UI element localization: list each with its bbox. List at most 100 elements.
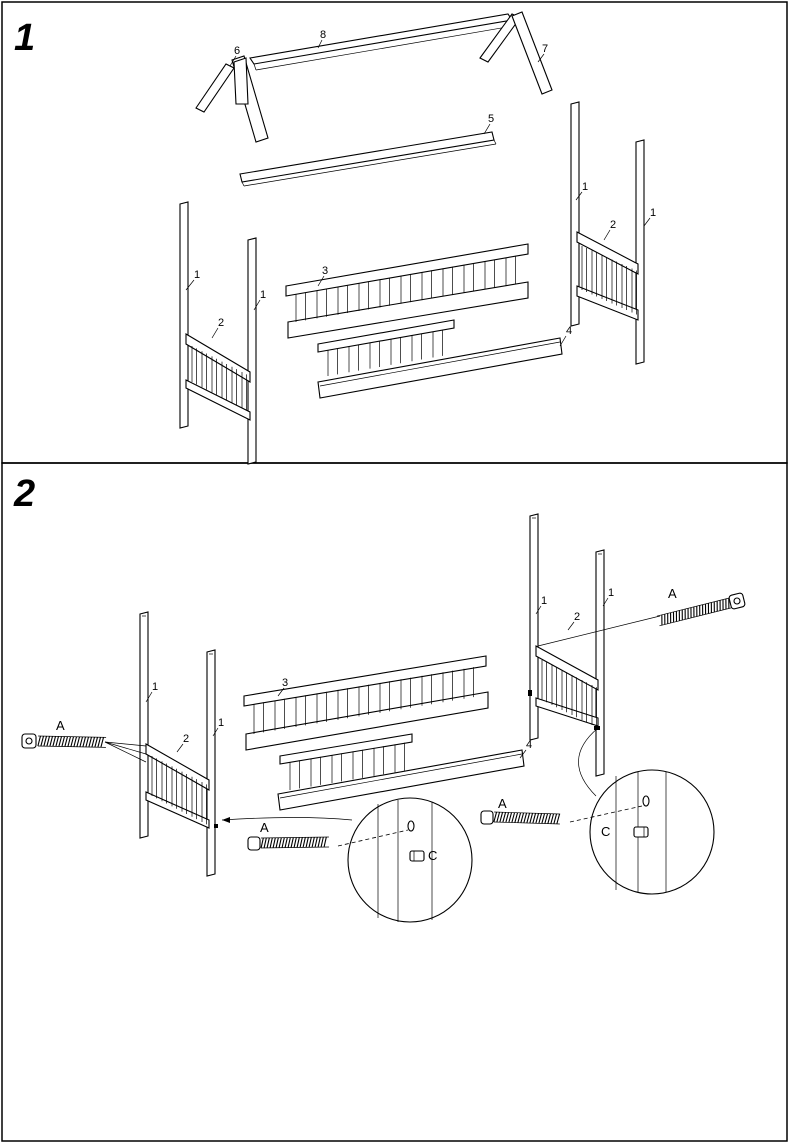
bolt-thread <box>311 837 315 848</box>
step-2-exploded-view: A A A A C C 3 4 1 1 2 1 1 2 <box>21 513 746 923</box>
bolt-thread <box>287 837 291 848</box>
bolt-thread <box>532 813 537 824</box>
bolt-thread <box>76 736 81 747</box>
bolt-thread <box>505 812 510 823</box>
bolt-thread <box>526 812 531 824</box>
bolt-thread <box>520 812 525 823</box>
bolt-thread <box>40 735 45 747</box>
bolt-thread <box>517 812 522 823</box>
bolt-thread <box>317 836 321 848</box>
step-1-part-labels: 8 6 7 5 3 4 1 1 2 1 1 2 <box>185 29 656 347</box>
bolt-thread <box>550 813 555 824</box>
bolt-a-middle-left <box>247 836 330 851</box>
bolt-thread <box>49 736 54 747</box>
bolt-thread <box>269 837 273 848</box>
bolt-thread <box>323 836 327 848</box>
bolt-thread <box>556 813 561 825</box>
bolt-thread <box>296 837 300 848</box>
bolt-shank-edge <box>260 836 329 839</box>
bolt-thread <box>314 837 318 848</box>
bolt-thread <box>94 737 99 748</box>
label-part-1-left-b: 1 <box>260 289 266 301</box>
right-end-assembly-step2 <box>529 513 605 777</box>
label-nut-c-right: C <box>601 824 610 839</box>
bolt-thread <box>541 813 546 824</box>
bolt-thread <box>278 837 282 848</box>
bolt-thread <box>82 736 87 748</box>
bolt-thread <box>538 813 543 824</box>
label-bolt-a-left: A <box>56 718 65 733</box>
label-bolt-a-middle-right: A <box>498 796 507 811</box>
label-part-1-right-b-step2: 1 <box>608 587 614 599</box>
hardware-marker-left <box>214 824 218 828</box>
label-part-1-right-a: 1 <box>582 181 588 193</box>
bolt-thread <box>67 736 72 747</box>
bolt-thread <box>508 812 513 823</box>
step-2-panel <box>1 462 788 1142</box>
bolt-thread <box>281 837 285 848</box>
bolt-a-middle-right <box>480 810 561 825</box>
bolt-thread <box>79 736 84 747</box>
label-part-1-left-b-step2: 1 <box>218 717 224 729</box>
slatted-side-rail <box>285 243 529 339</box>
bolt-thread <box>58 736 63 747</box>
step-1-number: 1 <box>14 17 35 59</box>
bolt-thread <box>553 813 558 824</box>
plain-side-rail-step2 <box>277 749 525 811</box>
label-part-2-right: 2 <box>610 219 616 231</box>
bolt-thread <box>502 812 507 823</box>
roof-frame-right <box>479 11 553 95</box>
bolt-thread <box>284 837 288 848</box>
bolt-thread <box>535 813 540 824</box>
bolt-thread <box>73 736 78 747</box>
label-bolt-a-right: A <box>668 586 677 601</box>
step-2-labels: A A A A C C 3 4 1 1 2 1 1 2 <box>56 586 677 863</box>
label-part-2-left-step2: 2 <box>183 733 189 745</box>
label-part-1-left-a: 1 <box>194 269 200 281</box>
bolt-thread <box>43 736 48 747</box>
label-part-8: 8 <box>320 29 326 41</box>
label-part-7: 7 <box>542 43 548 55</box>
bolt-thread <box>496 812 501 823</box>
label-part-3: 3 <box>322 265 328 277</box>
left-end-assembly-step2 <box>139 611 216 877</box>
step-1-exploded-view: 8 6 7 5 3 4 1 1 2 1 1 2 <box>179 11 656 465</box>
bolt-thread <box>499 812 504 823</box>
bolt-thread <box>308 837 312 848</box>
bolt-thread <box>61 736 66 747</box>
bolt-a-right <box>537 592 746 647</box>
bolt-thread <box>52 736 57 747</box>
bolt-thread <box>305 837 309 848</box>
short-slatted-rail-step2 <box>279 733 413 790</box>
bolt-thread <box>544 813 549 824</box>
bolt-thread <box>320 836 324 848</box>
bolt-thread <box>529 813 534 824</box>
bolt-thread <box>523 812 528 824</box>
bolt-thread <box>275 837 279 848</box>
bolt-thread <box>70 736 75 747</box>
bolt-thread <box>511 812 516 823</box>
label-part-5: 5 <box>488 113 494 125</box>
label-part-2-right-step2: 2 <box>574 611 580 623</box>
bolt-thread <box>88 736 93 748</box>
bolt-thread <box>514 812 519 823</box>
bolt-thread <box>46 736 51 747</box>
bolt-thread <box>260 837 264 849</box>
label-part-6: 6 <box>234 45 240 57</box>
step-2-number: 2 <box>13 473 35 515</box>
right-end-assembly-step1 <box>570 101 645 365</box>
bolt-thread <box>547 813 552 824</box>
roof-frame-left <box>195 55 269 143</box>
left-end-assembly-step1 <box>179 201 257 465</box>
bolt-a-left <box>21 733 147 763</box>
short-slatted-rail <box>317 319 455 376</box>
slatted-side-rail-step2 <box>243 655 489 751</box>
bolt-thread <box>55 736 60 747</box>
hardware-marker-right <box>528 690 532 696</box>
bolt-thread <box>85 736 90 748</box>
label-part-1-left-a-step2: 1 <box>152 681 158 693</box>
bolt-thread <box>263 837 267 849</box>
bolt-thread <box>37 735 42 747</box>
